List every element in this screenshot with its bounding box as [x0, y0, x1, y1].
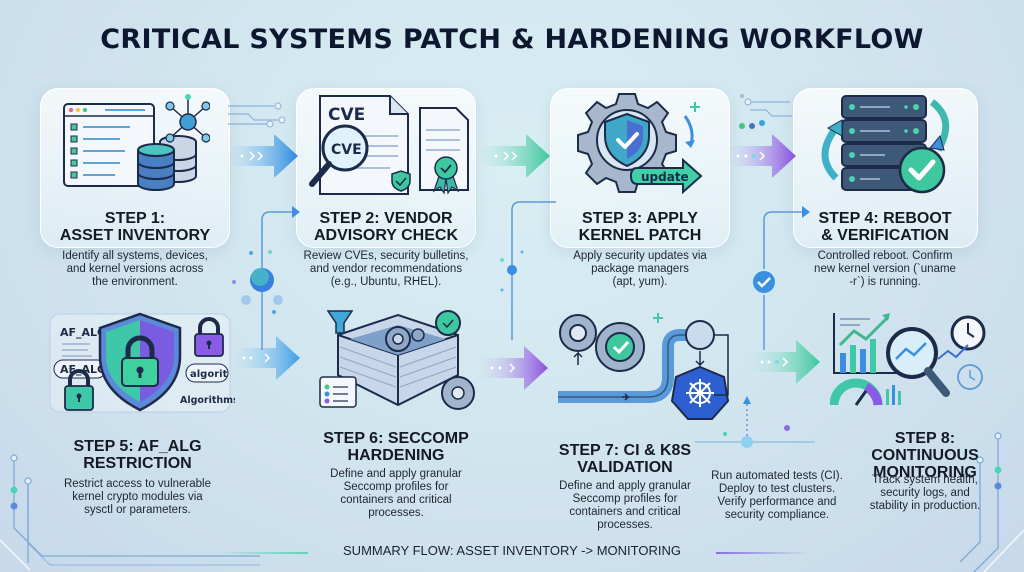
step-7-ci-description: Run automated tests (CI). Deploy to test… — [711, 470, 843, 521]
arrow-step2-to-step3 — [478, 134, 550, 178]
arrow-step6-to-step7 — [478, 346, 548, 390]
connector-row-link-3 — [751, 206, 810, 350]
step-5-description: Restrict access to vulnerable kernel cry… — [63, 478, 211, 516]
step-7-description: Define and apply granular Seccomp profil… — [559, 480, 691, 531]
step-3-description: Apply security updates via package manag… — [573, 250, 707, 288]
summary-line-left — [216, 552, 308, 554]
cve-label: CVE — [328, 105, 365, 125]
update-label: update — [641, 170, 689, 184]
arrow-step1-to-step2 — [228, 134, 298, 178]
algorithms-label: Algorithms — [180, 395, 235, 406]
validation-connector — [695, 396, 815, 448]
arrow-step3-to-step4 — [726, 134, 796, 178]
step-1-title: STEP 1: ASSET INVENTORY — [59, 210, 211, 244]
cve-document-icon: CVE CVE — [309, 95, 469, 195]
circuit-decoration-step3 — [739, 94, 792, 129]
connector-row-link-2 — [500, 201, 556, 340]
step-8-title: STEP 8: CONTINUOUS MONITORING — [871, 430, 979, 481]
arrow-step7-to-step8 — [750, 340, 820, 384]
step-6-title: STEP 6: SECCOMP HARDENING — [323, 430, 469, 464]
shield-lock-icon: AF_ALG AF_ALG algorit Algorithms — [49, 312, 235, 413]
circuit-decoration-left — [0, 454, 260, 571]
monitoring-magnifier-icon — [830, 313, 986, 406]
step-4-title: STEP 4: REBOOT & VERIFICATION — [818, 210, 952, 244]
cve-magnified-label: CVE — [331, 142, 362, 158]
summary-flow-text: SUMMARY FLOW: ASSET INVENTORY -> MONITOR… — [343, 543, 681, 558]
firewall-gears-icon — [319, 310, 475, 410]
step-4-description: Controlled reboot. Confirm new kernel ve… — [814, 250, 956, 288]
connector-row-link-1 — [232, 206, 300, 350]
step-7-title: STEP 7: CI & K8S VALIDATION — [558, 442, 692, 476]
pipeline-kubernetes-icon — [558, 313, 730, 420]
step-6-description: Define and apply granular Seccomp profil… — [330, 468, 462, 519]
server-reboot-check-icon — [821, 95, 950, 194]
algorit-label: algorit — [190, 369, 228, 380]
circuit-decoration-right — [960, 432, 1024, 572]
step-5-title: STEP 5: AF_ALG RESTRICTION — [73, 438, 202, 472]
gear-shield-update-icon: update — [577, 93, 703, 195]
af-alg-label-1: AF_ALG — [60, 326, 106, 339]
circuit-decoration-step1 — [228, 102, 286, 128]
step-2-description: Review CVEs, security bulletins, and ven… — [303, 250, 469, 288]
arrow-step5-to-step6 — [232, 336, 300, 380]
step-1-description: Identify all systems, devices, and kerne… — [62, 250, 208, 288]
page-title: CRITICAL SYSTEMS PATCH & HARDENING WORKF… — [100, 24, 924, 55]
step-3-title: STEP 3: APPLY KERNEL PATCH — [578, 210, 702, 244]
server-inventory-icon — [63, 94, 210, 191]
step-8-description: Track system health, security logs, and … — [869, 474, 981, 512]
summary-line-right — [716, 552, 808, 554]
step-2-title: STEP 2: VENDOR ADVISORY CHECK — [313, 210, 459, 244]
